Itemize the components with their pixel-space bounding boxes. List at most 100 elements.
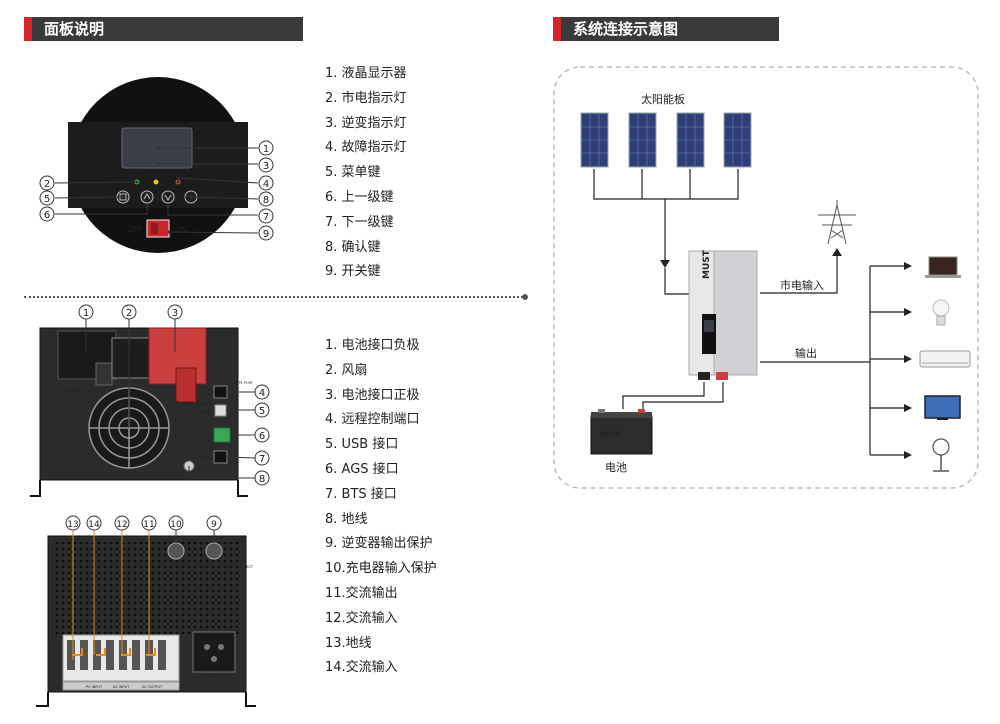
bottom-callout-9: 9 bbox=[211, 520, 217, 530]
inverter-positive-port bbox=[716, 372, 728, 380]
solar-label: 太阳能板 bbox=[641, 92, 685, 106]
bottom-panel-feet bbox=[36, 692, 256, 707]
rear-callout-4: 4 bbox=[259, 388, 265, 399]
voltage-24: 24VDC bbox=[114, 361, 132, 367]
front-panel-figure: AC/INV CHG FAULT ENTER OFF ON bbox=[39, 77, 274, 253]
output-socket[interactable] bbox=[192, 631, 236, 673]
legend-item: 5. 菜单键 bbox=[325, 165, 381, 181]
panel-description-title: 面板说明 bbox=[44, 20, 105, 38]
ports-legend: 1. 电池接口负极 2. 风扇 3. 电池接口正极 4. 远程控制端口 5. U… bbox=[325, 334, 437, 681]
rear-callout-7: 7 bbox=[259, 454, 265, 465]
socket-hole bbox=[218, 644, 224, 650]
battery-negative-label: Bat Neg bbox=[62, 388, 82, 394]
rear-panel-figure: Bat Neg Battery Voltage 12VDC 24VDC 48VD… bbox=[30, 304, 270, 497]
front-callout-bubbles: 1 3 4 8 7 9 2 5 6 bbox=[39, 140, 274, 241]
power-switch-rocker bbox=[151, 223, 158, 234]
panel-description-header: 面板说明 bbox=[24, 17, 303, 41]
rear-callout-6: 6 bbox=[259, 431, 265, 442]
solar-panel-icon bbox=[723, 112, 752, 168]
bts-label: BTS bbox=[201, 455, 209, 460]
output-label: OUTPUT bbox=[204, 674, 221, 679]
usb-port[interactable] bbox=[214, 404, 227, 417]
legend-item: 7. 下一级键 bbox=[325, 214, 394, 230]
fan-icon bbox=[932, 438, 950, 472]
grid-wiring bbox=[760, 250, 838, 294]
usb-label: USB bbox=[201, 409, 209, 414]
legend-item: 12.交流输入 bbox=[325, 610, 398, 626]
air-conditioner-icon bbox=[919, 350, 971, 368]
inverter-side bbox=[713, 250, 758, 376]
solar-to-inverter-line bbox=[664, 268, 690, 295]
bottom-panel-figure: CHARGER INPUT PROTECT INVERTER OUTPUT PR… bbox=[36, 515, 256, 707]
legend-item: 3. 电池接口正极 bbox=[325, 387, 420, 403]
front-callout-dots bbox=[121, 146, 193, 234]
output-arrows bbox=[904, 262, 912, 459]
battery-wiring bbox=[622, 382, 724, 409]
divider-end-dot bbox=[522, 294, 528, 300]
bottom-callout-lines-breakers bbox=[175, 530, 215, 543]
callout-4: 4 bbox=[263, 179, 269, 190]
header-accent-bar bbox=[24, 17, 32, 41]
legend-item: 2. 风扇 bbox=[325, 362, 368, 378]
battery-negative-cable bbox=[95, 362, 113, 386]
legend-item: 1. 电池接口负极 bbox=[325, 338, 420, 353]
callout-3: 3 bbox=[263, 161, 269, 172]
inverter-unit: MUST bbox=[688, 249, 758, 380]
terminal-connectors bbox=[72, 648, 156, 656]
charger-input-protect-breaker[interactable] bbox=[167, 542, 185, 560]
callout-7: 7 bbox=[263, 212, 269, 223]
legend-item: 10.充电器输入保护 bbox=[325, 561, 437, 577]
bottom-callout-lines bbox=[72, 530, 150, 660]
bottom-callout-10: 10 bbox=[170, 520, 182, 530]
terminal-label-strip bbox=[62, 681, 180, 691]
ac-output-label: AC OUTPUT bbox=[142, 685, 163, 689]
ac-inv-label: AC/INV bbox=[128, 174, 142, 179]
ags-label: AGS bbox=[201, 433, 210, 438]
bts-port[interactable] bbox=[213, 450, 228, 464]
pv-input-label: PV INPUT bbox=[86, 685, 103, 689]
front-panel-legend: 1. 液晶显示器 2. 市电指示灯 3. 逆变指示灯 4. 故障指示灯 5. 菜… bbox=[325, 62, 407, 285]
voltage-48: 48VDC bbox=[114, 370, 132, 376]
remote-port-label: REMOTE PORT bbox=[228, 381, 254, 385]
battery-positive-label: Battery Positive bbox=[176, 401, 215, 407]
down-arrow-icon bbox=[164, 194, 172, 201]
battery-label: 电池 bbox=[605, 461, 627, 474]
battery-voltage-table bbox=[111, 337, 151, 379]
legend-item: 9. 逆变器输出保护 bbox=[325, 536, 433, 552]
battery-positive-cable bbox=[175, 367, 197, 403]
solar-wiring bbox=[593, 169, 739, 265]
front-callout-lines bbox=[54, 147, 259, 234]
inverter-output-protect-breaker[interactable] bbox=[205, 542, 223, 560]
legend-item: 4. 远程控制端口 bbox=[325, 412, 420, 428]
ags-port[interactable] bbox=[213, 427, 231, 443]
ac-input-label: AC INPUT bbox=[113, 685, 130, 689]
rear-callout-1: 1 bbox=[83, 308, 89, 319]
header-accent-bar bbox=[553, 17, 561, 41]
down-button[interactable] bbox=[161, 190, 175, 204]
up-button[interactable] bbox=[140, 190, 154, 204]
fault-label: FAULT bbox=[172, 174, 184, 179]
legend-item: 13.地线 bbox=[325, 635, 372, 651]
system-connection-title: 系统连接示意图 bbox=[573, 20, 679, 38]
chg-led bbox=[153, 179, 159, 185]
socket-hole bbox=[204, 644, 210, 650]
legend-item: 8. 确认键 bbox=[325, 239, 381, 255]
system-connection-header: 系统连接示意图 bbox=[553, 17, 779, 41]
inverter-brand: MUST bbox=[702, 249, 712, 279]
grid-label: 市电输入 bbox=[780, 278, 824, 292]
battery-brand: MUST bbox=[600, 431, 620, 438]
tv-icon bbox=[924, 395, 961, 420]
connection-frame bbox=[553, 66, 979, 489]
off-label: OFF bbox=[127, 225, 143, 234]
rear-callout-bubbles: 1 2 3 4 5 6 7 8 bbox=[78, 304, 270, 486]
remote-control-port[interactable] bbox=[213, 385, 228, 399]
inverter-protect-label: INVERTER OUTPUT PROTECT bbox=[203, 565, 254, 569]
chg-label: CHG bbox=[150, 174, 159, 179]
charger-protect-label: CHARGER INPUT PROTECT bbox=[165, 565, 212, 569]
callout-5: 5 bbox=[44, 194, 50, 205]
bottom-callout-bubbles: 13 14 12 11 10 9 bbox=[65, 515, 222, 531]
callout-8: 8 bbox=[263, 195, 269, 206]
rear-callout-8: 8 bbox=[259, 474, 265, 485]
rear-panel-feet bbox=[30, 480, 248, 497]
solar-panels bbox=[580, 112, 752, 168]
